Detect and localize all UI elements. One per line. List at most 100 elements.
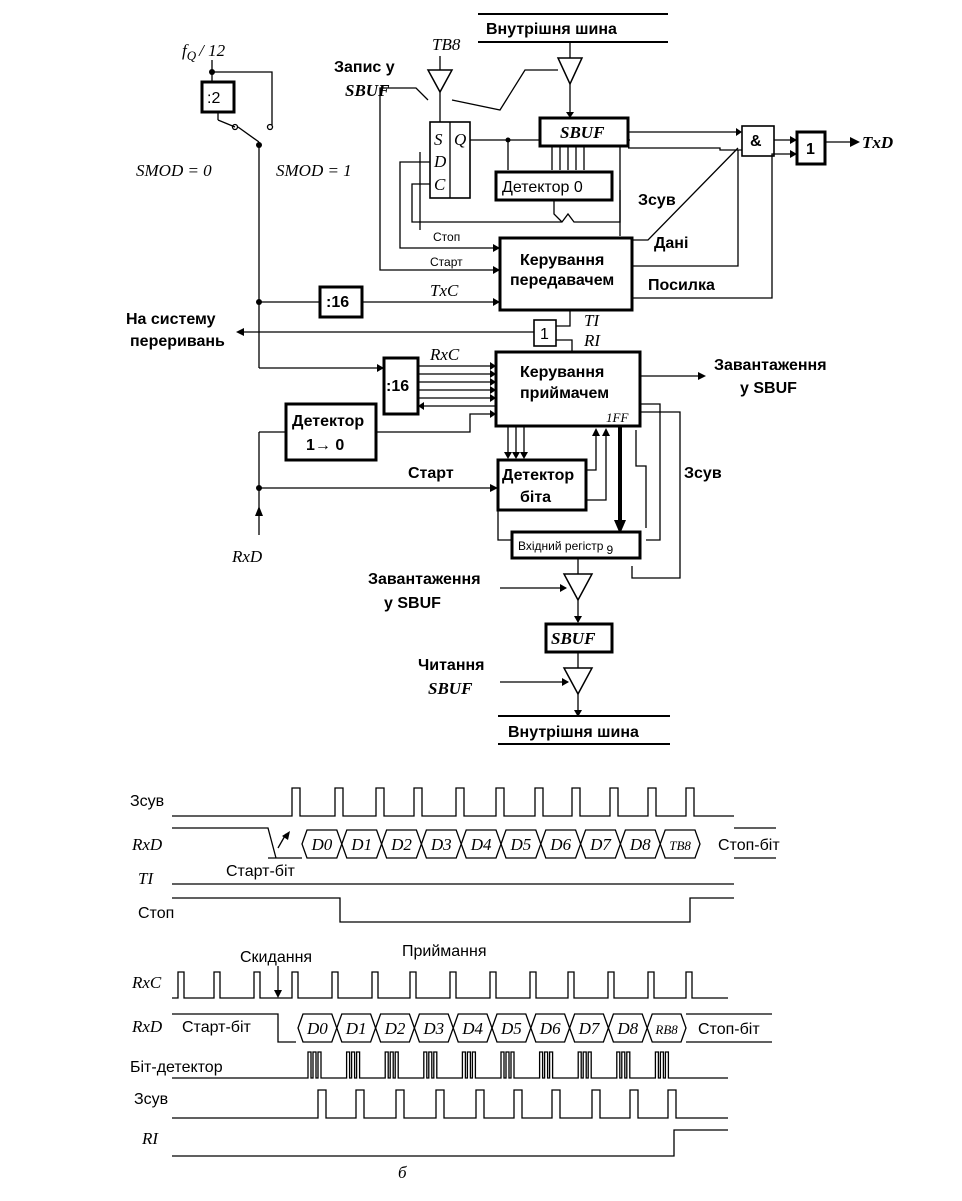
input-register xyxy=(510,530,642,560)
load-sbuf-label-2: у SBUF xyxy=(384,595,441,612)
and-gate xyxy=(741,125,775,157)
ri-label: RI xyxy=(583,331,601,350)
zero-detector-label: Детектор 0 xyxy=(502,179,583,196)
write-sbuf-label-2: SBUF xyxy=(345,81,390,100)
interrupt-label: На систему xyxy=(126,311,216,328)
rx-stop-bit-label: Стоп-біт xyxy=(698,1021,760,1038)
block-diagram: fQ/ 12 :2 SMOD = 0 SMOD = 1 Внутрішня ши… xyxy=(126,13,893,745)
tx-rxd-row-label: RxD xyxy=(131,835,163,854)
tb8-label: TB8 xyxy=(432,35,461,54)
tx-bit-label: D2 xyxy=(390,835,412,854)
or-gate-txd xyxy=(795,130,827,166)
tx-start-signal: Старт xyxy=(430,255,463,269)
sbuf-to-detector-bus xyxy=(551,146,585,170)
tx-stop-row-label: Стоп xyxy=(138,905,174,922)
read-sbuf-label: Читання xyxy=(418,657,484,674)
receiver-control-label-2: приймачем xyxy=(520,385,609,402)
rx-ri-waveform xyxy=(172,1129,728,1157)
rx-bit-label: D8 xyxy=(616,1019,638,1038)
bit-detector-label-2: біта xyxy=(520,489,551,506)
rx-load-buffer xyxy=(562,573,594,602)
tx-shift-waveform xyxy=(172,787,734,817)
sbuf-tx-label: SBUF xyxy=(560,123,605,142)
tx-stop-bit-label: Стоп-біт xyxy=(718,837,780,854)
bit-detector-label: Детектор xyxy=(502,467,574,484)
rxd-input-label: RxD xyxy=(231,547,263,566)
rx-bitdet-waveform xyxy=(172,1051,728,1079)
tx-data-label: Дані xyxy=(654,235,688,252)
rx-start-bit-label: Старт-біт xyxy=(182,1019,252,1036)
rx-shift-label: Зсув xyxy=(684,465,722,482)
tx-bit-label: D0 xyxy=(311,835,333,854)
interrupt-label-2: переривань xyxy=(130,333,225,350)
tx-bit-label: D8 xyxy=(629,835,651,854)
tx-bit-label: D6 xyxy=(549,835,571,854)
txd-output-label: TxD xyxy=(862,133,893,152)
rx-reset-label: Скидання xyxy=(240,949,312,966)
tx-shift-row-label: Зсув xyxy=(130,793,164,810)
tx-shift-label: Зсув xyxy=(638,192,676,209)
interrupt-or-gate-label: 1 xyxy=(540,326,549,343)
receiver-control-label: Керування xyxy=(520,364,604,381)
tx-send-label: Посилка xyxy=(648,277,715,294)
divide-by-2-block xyxy=(200,80,236,114)
rx-shift-waveform xyxy=(172,1089,728,1119)
sbuf-tx-buffer xyxy=(556,57,584,86)
ff-s-input: S xyxy=(434,130,443,149)
rx-bit-label: D1 xyxy=(345,1019,367,1038)
tb8-buffer xyxy=(426,69,454,94)
smod0-label: SMOD = 0 xyxy=(136,161,212,180)
rx-start-label: Старт xyxy=(408,465,454,482)
rx-bit-label: D6 xyxy=(539,1019,561,1038)
tx-stop-signal: Стоп xyxy=(433,230,460,244)
rx-rxd-waveform xyxy=(172,1013,772,1043)
rx-bit-label: D7 xyxy=(578,1019,601,1038)
smod1-label: SMOD = 1 xyxy=(276,161,352,180)
rx-bit-cell xyxy=(646,1013,687,1043)
rx-bit-label: D4 xyxy=(461,1019,483,1038)
rx-bit-label: RB8 xyxy=(654,1022,678,1037)
read-buffer xyxy=(562,667,594,696)
ti-label: TI xyxy=(584,311,600,330)
rx-to-bitdetector-lines xyxy=(504,426,528,459)
internal-bus-top-label: Внутрішня шина xyxy=(486,21,617,38)
tx-divide-by-16-label: :16 xyxy=(326,294,349,311)
transmitter-control-label-2: передавачем xyxy=(510,272,614,289)
tx-bit-label: D1 xyxy=(350,835,372,854)
rx-bit-label: D3 xyxy=(422,1019,444,1038)
read-sbuf-label-2: SBUF xyxy=(428,679,473,698)
rx-divide-by-16-label: :16 xyxy=(386,378,409,395)
rx-shift-row-label: Зсув xyxy=(134,1091,168,1108)
rx-load-sbuf-label: Завантаження xyxy=(714,357,827,374)
rx-load-sbuf-label-2: у SBUF xyxy=(740,380,797,397)
tx-start-bit-label: Старт-біт xyxy=(226,863,296,880)
rxc-label: RxC xyxy=(429,345,460,364)
divide-by-2-label: :2 xyxy=(207,90,220,107)
tx-bit-label: TB8 xyxy=(669,838,691,853)
load-sbuf-label: Завантаження xyxy=(368,571,481,588)
rx-bit-label: D0 xyxy=(306,1019,328,1038)
rx-bit-label: D5 xyxy=(500,1019,522,1038)
tx-bit-label: D3 xyxy=(430,835,452,854)
ff-c-output: C xyxy=(434,175,446,194)
ff-d-input: D xyxy=(433,152,447,171)
rx-rxd-row-label: RxD xyxy=(131,1017,163,1036)
rx-receive-label: Приймання xyxy=(402,943,487,960)
rx-divide-by-16 xyxy=(382,356,420,416)
receiver-control xyxy=(494,350,642,428)
tx-rxd-waveform xyxy=(172,827,776,859)
interrupt-or-gate xyxy=(533,319,557,347)
or-gate-txd-label: 1 xyxy=(806,141,815,158)
transmitter-control xyxy=(498,236,634,312)
rx-rxc-waveform xyxy=(172,971,728,999)
sbuf-rx-register xyxy=(544,622,614,654)
edge-detector-label-2: 1→ 0 xyxy=(306,437,344,454)
rx-bitdet-row-label: Біт-детектор xyxy=(130,1059,223,1076)
rx-bit-label: D2 xyxy=(384,1019,406,1038)
rx-bit-cells: D0 D1 D2 D3 D4 D5 D6 D7 D8 RB8 xyxy=(297,1013,687,1043)
internal-bus-bottom-label: Внутрішня шина xyxy=(508,724,639,741)
bit-detector xyxy=(496,458,588,512)
